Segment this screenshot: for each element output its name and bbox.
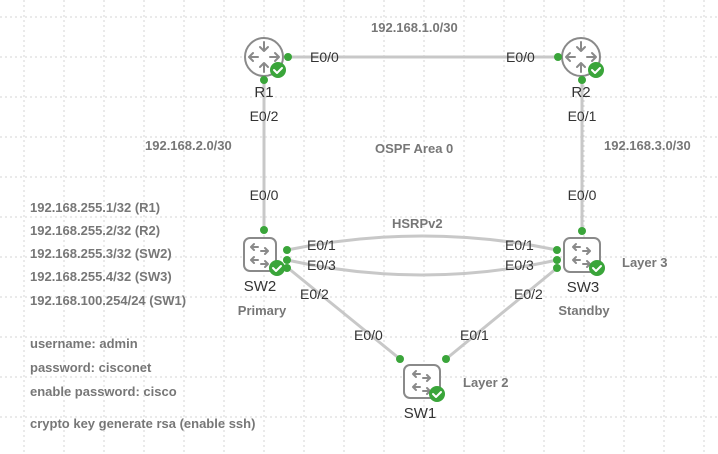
node-sw2[interactable]: SW2 Primary [238, 237, 287, 318]
loopback-label[interactable]: 192.168.255.2/32 (R2) [30, 223, 160, 238]
iface-label-sw3-e01: E0/1 [505, 237, 534, 253]
iface-label-sw2-e03: E0/3 [307, 257, 336, 273]
port-sw2-e01[interactable] [283, 246, 291, 254]
credential-label[interactable]: username: admin [30, 336, 138, 351]
port-sw2-e00[interactable] [260, 226, 268, 234]
iface-label-sw1-e00: E0/0 [354, 327, 383, 343]
iface-label-r1-e00: E0/0 [310, 49, 339, 65]
hsrp-label[interactable]: HSRPv2 [392, 216, 443, 231]
subnet-label-r1-sw2[interactable]: 192.168.2.0/30 [145, 138, 232, 153]
node-r1[interactable]: R1 [244, 37, 286, 101]
switch-arrows-icon [572, 243, 591, 268]
port-sw2-e02[interactable] [283, 264, 291, 272]
switch-arrows-icon [250, 243, 269, 268]
port-sw3-e02[interactable] [553, 264, 561, 272]
port-sw3-e03[interactable] [553, 256, 561, 264]
port-r2-e00[interactable] [554, 53, 562, 61]
port-sw2-e03[interactable] [283, 256, 291, 264]
router-arrows-icon [565, 41, 597, 73]
iface-label-sw3-e00: E0/0 [568, 187, 597, 203]
link-sw2-sw3-e03[interactable] [286, 258, 558, 277]
node-role-label: Standby [558, 303, 610, 318]
iface-label-sw1-e01: E0/1 [460, 327, 489, 343]
port-dots [260, 53, 586, 363]
ospf-area-label[interactable]: OSPF Area 0 [375, 141, 453, 156]
router-arrows-icon [248, 41, 280, 73]
status-running-icon [588, 62, 604, 78]
link-sw2-sw1[interactable] [287, 266, 401, 361]
iface-label-sw3-e03: E0/3 [505, 257, 534, 273]
port-r1-e02[interactable] [260, 76, 268, 84]
credential-label[interactable]: password: cisconet [30, 360, 152, 375]
switch-arrows-icon [412, 370, 431, 395]
layer3-label[interactable]: Layer 3 [622, 255, 668, 270]
port-sw3-e00[interactable] [578, 227, 586, 235]
node-sw3[interactable]: SW3 Standby [558, 237, 610, 318]
iface-label-sw2-e02: E0/2 [300, 286, 329, 302]
iface-label-r1-e02: E0/2 [250, 108, 279, 124]
status-running-icon [269, 260, 285, 276]
annotations: 192.168.1.0/30 192.168.2.0/30 192.168.3.… [30, 20, 691, 431]
ssh-note-label[interactable]: crypto key generate rsa (enable ssh) [30, 416, 255, 431]
iface-label-r2-e00: E0/0 [506, 49, 535, 65]
subnet-label-r1-r2[interactable]: 192.168.1.0/30 [371, 20, 458, 35]
iface-label-r2-e01: E0/1 [568, 108, 597, 124]
port-r2-e01[interactable] [578, 76, 586, 84]
status-running-icon [589, 260, 605, 276]
node-role-label: Primary [238, 303, 287, 318]
iface-label-sw3-e02: E0/2 [514, 286, 543, 302]
credential-label[interactable]: enable password: cisco [30, 384, 177, 399]
links [262, 55, 584, 361]
port-r1-e00[interactable] [284, 53, 292, 61]
interface-labels: E0/0 E0/0 E0/2 E0/0 E0/1 E0/0 E0/1 E0/1 … [250, 49, 597, 343]
node-label: SW3 [567, 279, 600, 296]
loopback-label[interactable]: 192.168.100.254/24 (SW1) [30, 293, 186, 308]
link-sw2-sw3-e01[interactable] [286, 234, 558, 252]
node-r2[interactable]: R2 [561, 37, 604, 101]
layer2-label[interactable]: Layer 2 [463, 375, 509, 390]
status-running-icon [429, 386, 445, 402]
node-label: R1 [254, 84, 273, 101]
iface-label-sw2-e00: E0/0 [250, 187, 279, 203]
node-label: SW2 [244, 278, 277, 295]
port-sw1-e01[interactable] [442, 355, 450, 363]
loopback-label[interactable]: 192.168.255.4/32 (SW3) [30, 269, 172, 284]
iface-label-sw2-e01: E0/1 [307, 237, 336, 253]
port-sw1-e00[interactable] [396, 355, 404, 363]
loopback-label[interactable]: 192.168.255.3/32 (SW2) [30, 246, 172, 261]
loopback-label[interactable]: 192.168.255.1/32 (R1) [30, 200, 160, 215]
subnet-label-r2-sw3[interactable]: 192.168.3.0/30 [604, 138, 691, 153]
node-sw1[interactable]: SW1 [403, 364, 445, 422]
node-label: SW1 [404, 405, 437, 422]
link-sw3-sw1[interactable] [445, 266, 558, 361]
status-running-icon [270, 62, 286, 78]
port-sw3-e01[interactable] [553, 246, 561, 254]
node-label: R2 [571, 84, 590, 101]
